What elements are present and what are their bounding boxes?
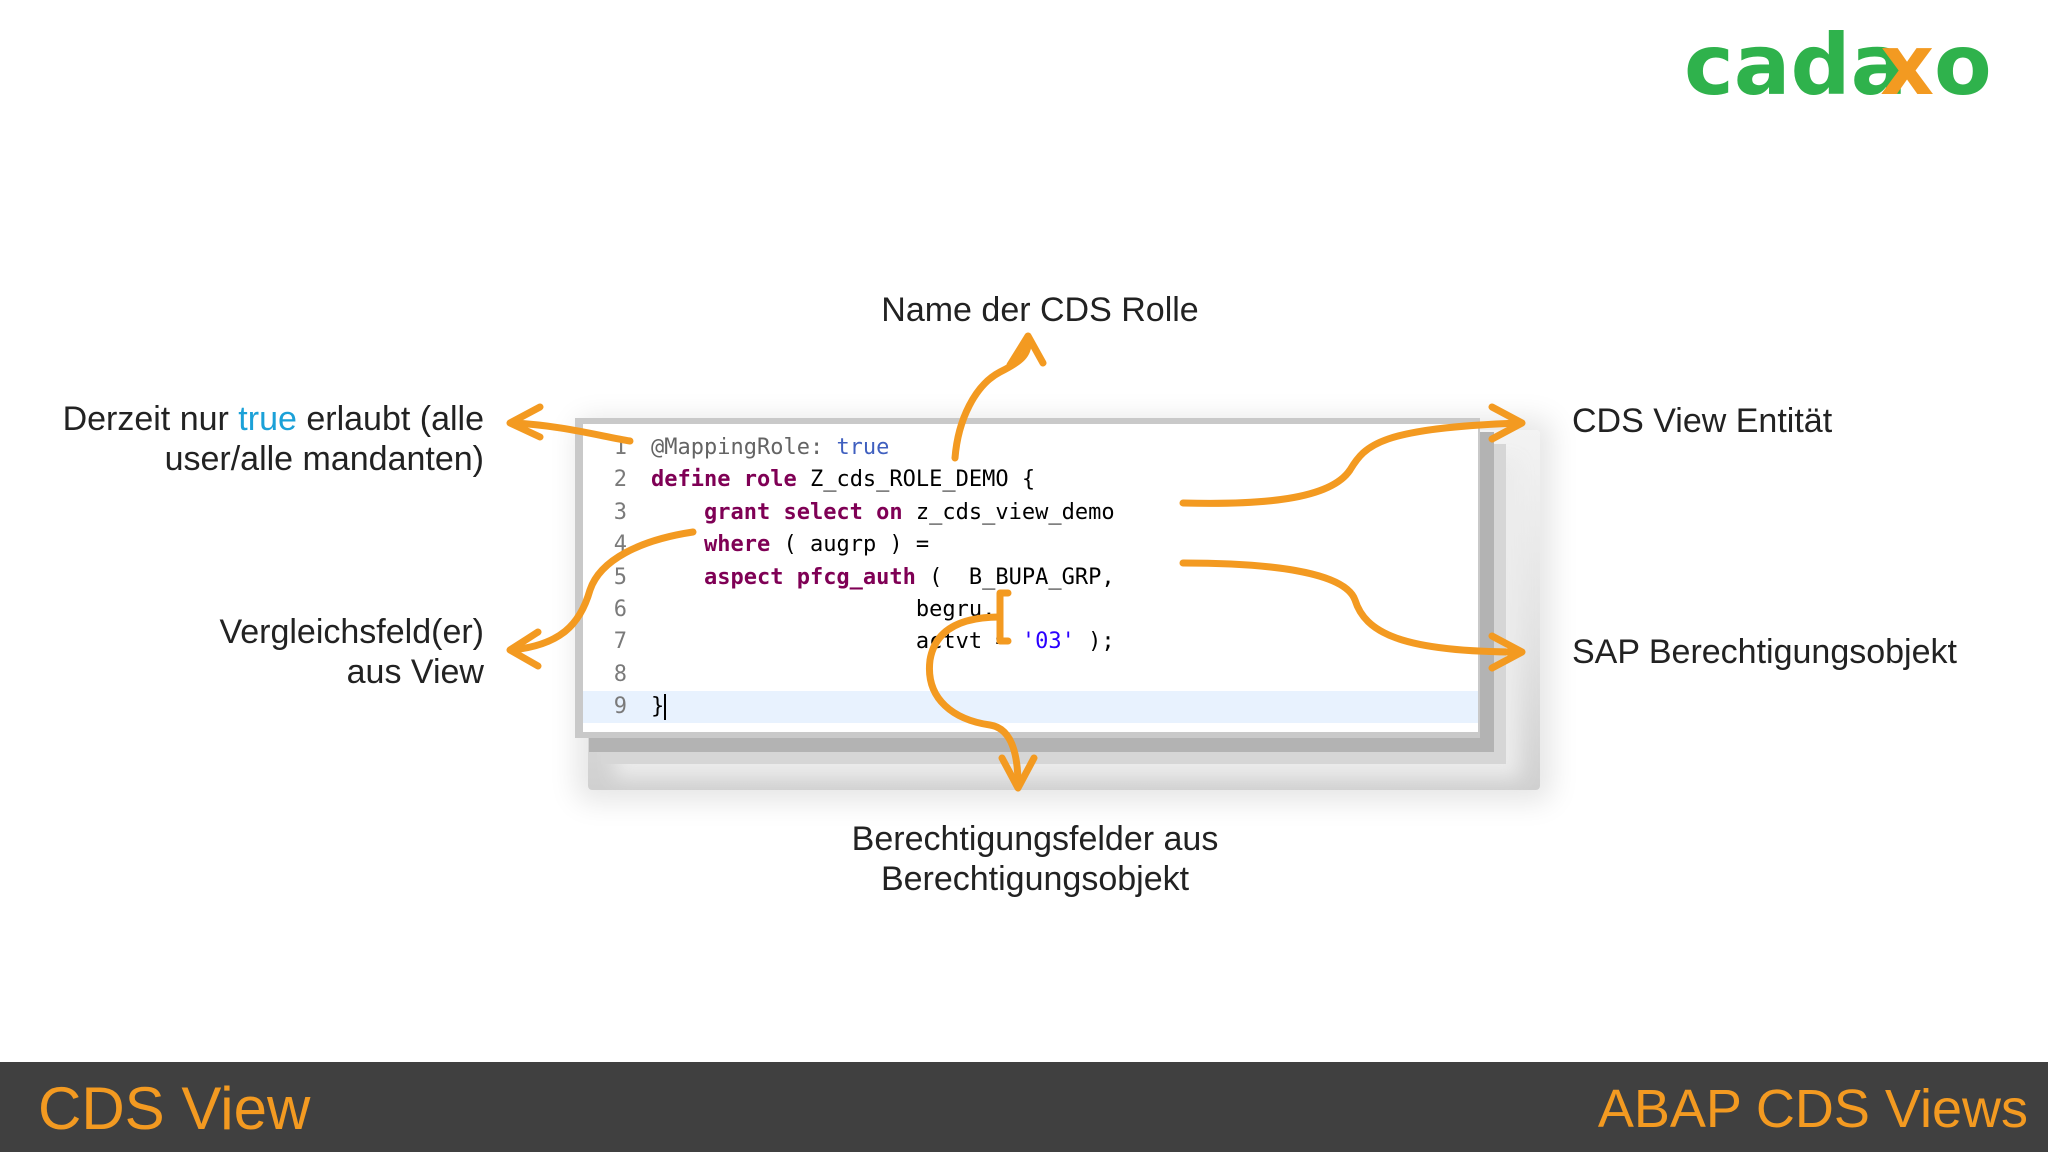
code-token: '03'	[1021, 629, 1075, 655]
cadaxo-logo: cada x o	[1684, 8, 2014, 118]
label-vergleichsfeld: Vergleichsfeld(er) aus View	[60, 612, 484, 692]
code-token: z_cds_view_demo	[915, 499, 1115, 525]
code-token	[651, 500, 704, 525]
code-token: actvt =	[651, 629, 1022, 655]
cadaxo-logo-graphic: cada x o	[1684, 16, 1992, 114]
code-token	[651, 565, 704, 590]
code-text: }	[651, 691, 667, 723]
code-token: @MappingRole:	[651, 435, 837, 460]
code-line[interactable]: 4 where ( augrp ) =	[583, 529, 1478, 561]
code-text: @MappingRole: true	[651, 432, 889, 464]
code-editor[interactable]: 1 @MappingRole: true 2 define role Z_cds_RO…	[583, 424, 1478, 732]
label-name-cds-rolle-text: Name der CDS Rolle	[881, 291, 1199, 329]
label-berechtigungsfelder: Berechtigungsfelder aus Berechtigungsobj…	[800, 819, 1270, 899]
line-number: 9	[613, 694, 627, 720]
code-token: aspect pfcg_auth	[703, 564, 930, 590]
label-berechtigungsfelder-line2: Berechtigungsobjekt	[880, 860, 1190, 898]
code-text: define role Z_cds_ROLE_DEMO {	[651, 464, 1035, 496]
label-sap-berechtigungsobjekt: SAP Berechtigungsobjekt	[1572, 632, 2012, 672]
line-number: 7	[613, 629, 627, 655]
footer-bar: CDS View ABAP CDS Views	[0, 1062, 2048, 1152]
code-line[interactable]: 2 define role Z_cds_ROLE_DEMO {	[583, 464, 1478, 496]
code-text: where ( augrp ) =	[651, 529, 929, 561]
logo-text-main: cada	[1684, 16, 1907, 114]
text-cursor	[664, 694, 667, 721]
arrow-vergleich-head	[506, 628, 542, 670]
code-token: true	[836, 435, 890, 460]
label-derzeit-post: erlaubt (alle	[296, 400, 484, 438]
line-number: 3	[613, 499, 627, 525]
code-token: grant select on	[703, 499, 916, 525]
code-token: ( B_BUPA_GRP,	[929, 564, 1115, 590]
label-vergleichsfeld-line1: Vergleichsfeld(er)	[219, 613, 484, 651]
arrow-derzeit-head	[506, 403, 544, 441]
code-line[interactable]: 1 @MappingRole: true	[583, 432, 1478, 464]
arrow-name-head	[1006, 332, 1047, 369]
line-number: 2	[613, 467, 627, 493]
code-line[interactable]: 8	[583, 659, 1478, 691]
line-number: 4	[613, 532, 627, 558]
footer-title: CDS View	[38, 1075, 311, 1142]
code-text: actvt = '03' );	[651, 626, 1115, 658]
label-cds-view-entitaet-text: CDS View Entität	[1572, 402, 1833, 440]
label-berechtigungsfelder-line1: Berechtigungsfelder aus	[851, 820, 1219, 858]
code-token: }	[651, 694, 665, 720]
code-line[interactable]: 3 grant select on z_cds_view_demo	[583, 497, 1478, 529]
line-number: 1	[613, 435, 627, 460]
code-line[interactable]: 9}	[583, 691, 1478, 724]
label-derzeit-line2: user/alle mandanten)	[164, 440, 484, 478]
code-line[interactable]: 6 begru,	[583, 594, 1478, 626]
logo-text-end: o	[1934, 16, 1992, 114]
code-token: ( augrp ) =	[783, 532, 930, 558]
code-text: aspect pfcg_auth ( B_BUPA_GRP,	[651, 562, 1115, 594]
code-text: begru,	[651, 594, 995, 626]
code-line[interactable]: 7 actvt = '03' );	[583, 626, 1478, 658]
label-vergleichsfeld-line2: aus View	[346, 653, 484, 691]
label-derzeit-pre: Derzeit nur	[62, 400, 239, 438]
label-derzeit-true: true	[238, 400, 297, 438]
label-cds-view-entitaet: CDS View Entität	[1572, 401, 1972, 441]
code-token: where	[703, 532, 784, 558]
label-derzeit-line1: Derzeit nur true erlaubt (alle	[60, 399, 484, 439]
footer-subtitle: ABAP CDS Views	[1597, 1079, 2028, 1139]
code-text: grant select on z_cds_view_demo	[651, 497, 1115, 529]
label-sap-berechtigungsobjekt-text: SAP Berechtigungsobjekt	[1572, 633, 1957, 671]
logo-text-x: x	[1880, 16, 1934, 114]
line-number: 5	[613, 564, 627, 590]
code-token: define role	[651, 467, 810, 493]
code-line[interactable]: 5 aspect pfcg_auth ( B_BUPA_GRP,	[583, 562, 1478, 594]
code-token: begru,	[651, 597, 996, 622]
code-token	[651, 532, 704, 557]
line-number: 6	[613, 597, 627, 622]
code-token: );	[1074, 629, 1115, 655]
label-name-cds-rolle: Name der CDS Rolle	[860, 290, 1220, 330]
label-derzeit: Derzeit nur true erlaubt (alle user/alle…	[60, 399, 484, 479]
line-number: 8	[613, 661, 627, 687]
code-token: Z_cds_ROLE_DEMO {	[809, 467, 1036, 493]
